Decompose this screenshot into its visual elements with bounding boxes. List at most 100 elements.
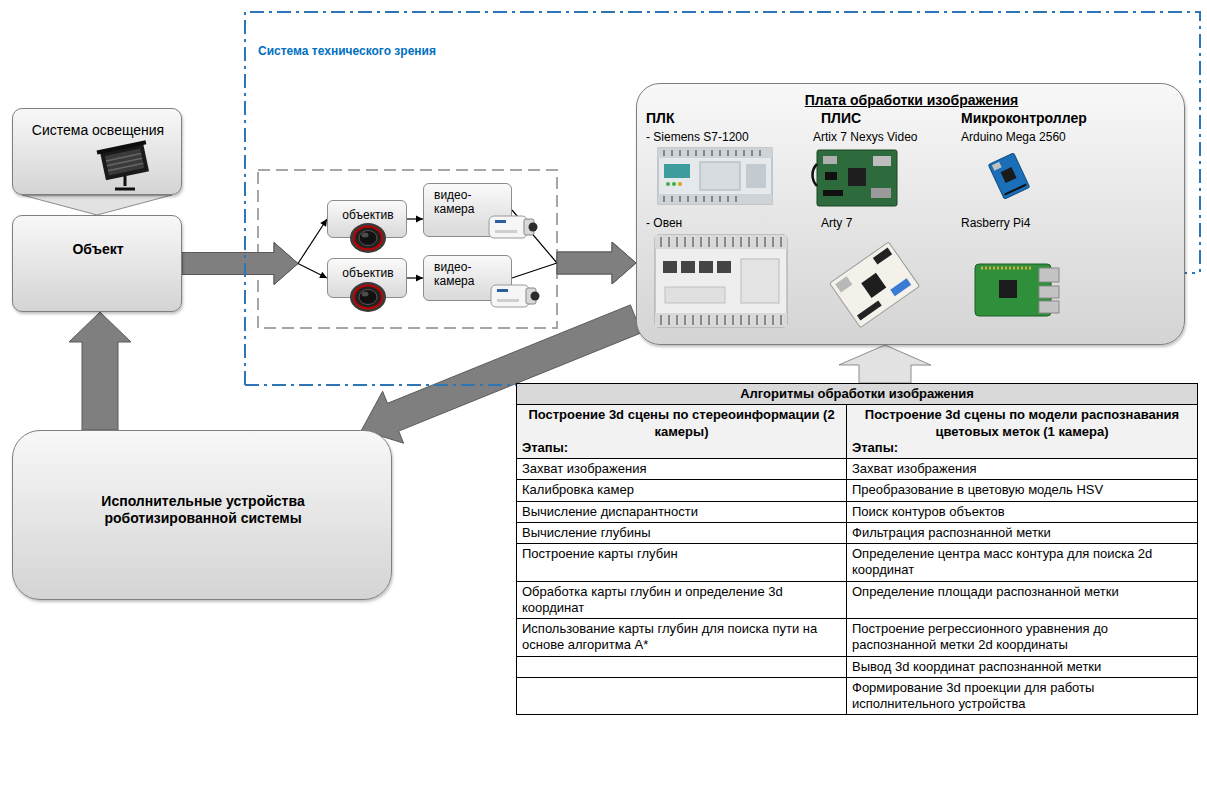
- table-cell: [517, 657, 847, 678]
- connector: [839, 345, 931, 383]
- connector: [512, 242, 636, 284]
- fpga-arty-picture-part: [830, 242, 920, 328]
- plc-siemens-picture-part: [678, 182, 682, 186]
- arduino-picture-part-part: [1004, 185, 1026, 195]
- camera-icon-part: [497, 289, 508, 292]
- table-text: Вычисление диспарантности: [522, 504, 841, 520]
- arrow-head: [416, 216, 423, 223]
- connector: [182, 219, 327, 285]
- camera-icon-part: [526, 288, 536, 304]
- block-arrow: [69, 312, 131, 430]
- box-label: Исполнительные устройства роботизированн…: [73, 493, 333, 527]
- plc-oven-picture-part: [699, 261, 713, 273]
- lens-icon-part: [359, 231, 377, 246]
- lamp-icon-part-part: [106, 153, 143, 170]
- plc-siemens-picture-part: [664, 150, 760, 202]
- box-label: видео- камера: [434, 188, 486, 217]
- table-cell: Определение площади распознанной метки: [847, 582, 1198, 620]
- device-name: - Овен: [646, 216, 682, 230]
- plc-siemens-picture-part: [658, 148, 772, 204]
- arduino-picture-part-part: [992, 162, 1002, 171]
- table-cell: Фильтрация распознанной метки: [847, 523, 1198, 544]
- block-arrow: [182, 243, 298, 285]
- table-cell: Захват изображения: [847, 459, 1198, 480]
- table-cell: Построение 3d сцены по модели распознава…: [847, 405, 1198, 459]
- plc-oven-picture-part: [663, 261, 677, 273]
- table-text: Построение регрессионного уравнения до р…: [852, 621, 1192, 654]
- plc-siemens-picture-part: [672, 182, 676, 186]
- plc-siemens-picture-part: [700, 162, 740, 190]
- text-slot: видео- камера: [434, 188, 486, 217]
- arrow-head: [319, 272, 327, 278]
- camera-icon-part: [531, 292, 540, 301]
- table-text: Поиск контуров объектов: [852, 504, 1192, 520]
- plc-oven-picture-part: [741, 259, 779, 303]
- arduino-picture-part: [988, 153, 1029, 199]
- text-slot: Rasberry Pi4: [961, 213, 1030, 231]
- plc-oven-picture-part: [665, 287, 725, 303]
- lens-icon-part: [350, 223, 386, 253]
- device-name: Arty 7: [821, 216, 852, 230]
- plc-oven-picture-part: [681, 261, 695, 273]
- text-slot: Система технического зрения: [258, 41, 436, 59]
- lens-icon-part: [362, 233, 369, 238]
- arrow-head: [320, 219, 327, 227]
- arduino-picture: [986, 151, 1032, 201]
- fpga-nexys-picture-part: [813, 164, 818, 186]
- fpga-arty-picture-part-part: [890, 278, 911, 296]
- plc-oven-picture-part: [655, 235, 787, 249]
- table-cell: [517, 678, 847, 716]
- fpga-nexys-picture-part: [823, 156, 837, 164]
- category-heading: ПЛК: [646, 110, 674, 127]
- lamp-icon-part-part: [100, 144, 149, 181]
- text-slot: видео- камера: [434, 260, 486, 289]
- table-text: Использование карты глубин для поиска пу…: [522, 621, 841, 654]
- camera-box: видео- камера: [423, 255, 512, 301]
- connector: [407, 216, 423, 223]
- connector: [182, 243, 327, 285]
- plc-siemens-picture-part: [746, 164, 766, 188]
- fpga-nexys-picture-part: [871, 188, 891, 198]
- vision-system-region: Система технического зрения объектив вид…: [244, 11, 1202, 387]
- lens-icon-part: [354, 286, 382, 309]
- plc-oven-picture: [651, 231, 791, 331]
- arduino-picture-part-part: [988, 153, 1029, 199]
- lens-box: объектив: [327, 200, 407, 238]
- block-arrow: [182, 243, 298, 285]
- text-slot: Исполнительные устройства роботизированн…: [73, 493, 333, 527]
- connector-line: [407, 218, 423, 219]
- block-arrow: [557, 242, 636, 284]
- device-name: Rasberry Pi4: [961, 216, 1030, 230]
- table-cell: Построение 3d сцены по стереоинформации …: [517, 405, 847, 459]
- table-text: Захват изображения: [522, 461, 841, 477]
- plc-oven-picture-part: [661, 237, 781, 325]
- lamp-icon-part-part: [97, 140, 147, 154]
- connector: [407, 275, 423, 282]
- lens-icon-part: [350, 282, 386, 312]
- table-cell: Использование карты глубин для поиска пу…: [517, 619, 847, 657]
- table-text: Калибровка камер: [522, 482, 841, 498]
- plc-siemens-picture-part: [658, 194, 772, 204]
- camera-box: видео- камера: [423, 183, 512, 237]
- table-cell: Захват изображения: [517, 459, 847, 480]
- table-cell: Калибровка камер: [517, 480, 847, 501]
- fpga-arty-picture-part-part: [873, 248, 892, 265]
- board-title: Плата обработки изображения: [805, 92, 1019, 109]
- text-slot: Плата обработки изображения: [637, 91, 1186, 109]
- block-arrow: [557, 242, 636, 284]
- actuators-box: Исполнительные устройства роботизированн…: [12, 430, 392, 600]
- box-label: видео- камера: [434, 260, 486, 289]
- block-arrow: [839, 345, 931, 383]
- text-slot: ПЛК: [646, 109, 674, 127]
- camera-icon: [488, 279, 540, 313]
- camera-icon-part: [491, 285, 529, 307]
- lighting-box: Система освещения: [12, 108, 182, 195]
- object-box: Объект: [12, 215, 182, 312]
- fpga-nexys-picture-part: [825, 172, 837, 180]
- table-cell: Вывод 3d координат распознанной метки: [847, 657, 1198, 678]
- table-text: Построение 3d сцены по стереоинформации …: [522, 407, 841, 440]
- raspberry-pi-picture: [971, 256, 1063, 322]
- box-label: объектив: [342, 266, 393, 280]
- text-slot: - Овен: [646, 213, 682, 231]
- table-cell: Поиск контуров объектов: [847, 502, 1198, 523]
